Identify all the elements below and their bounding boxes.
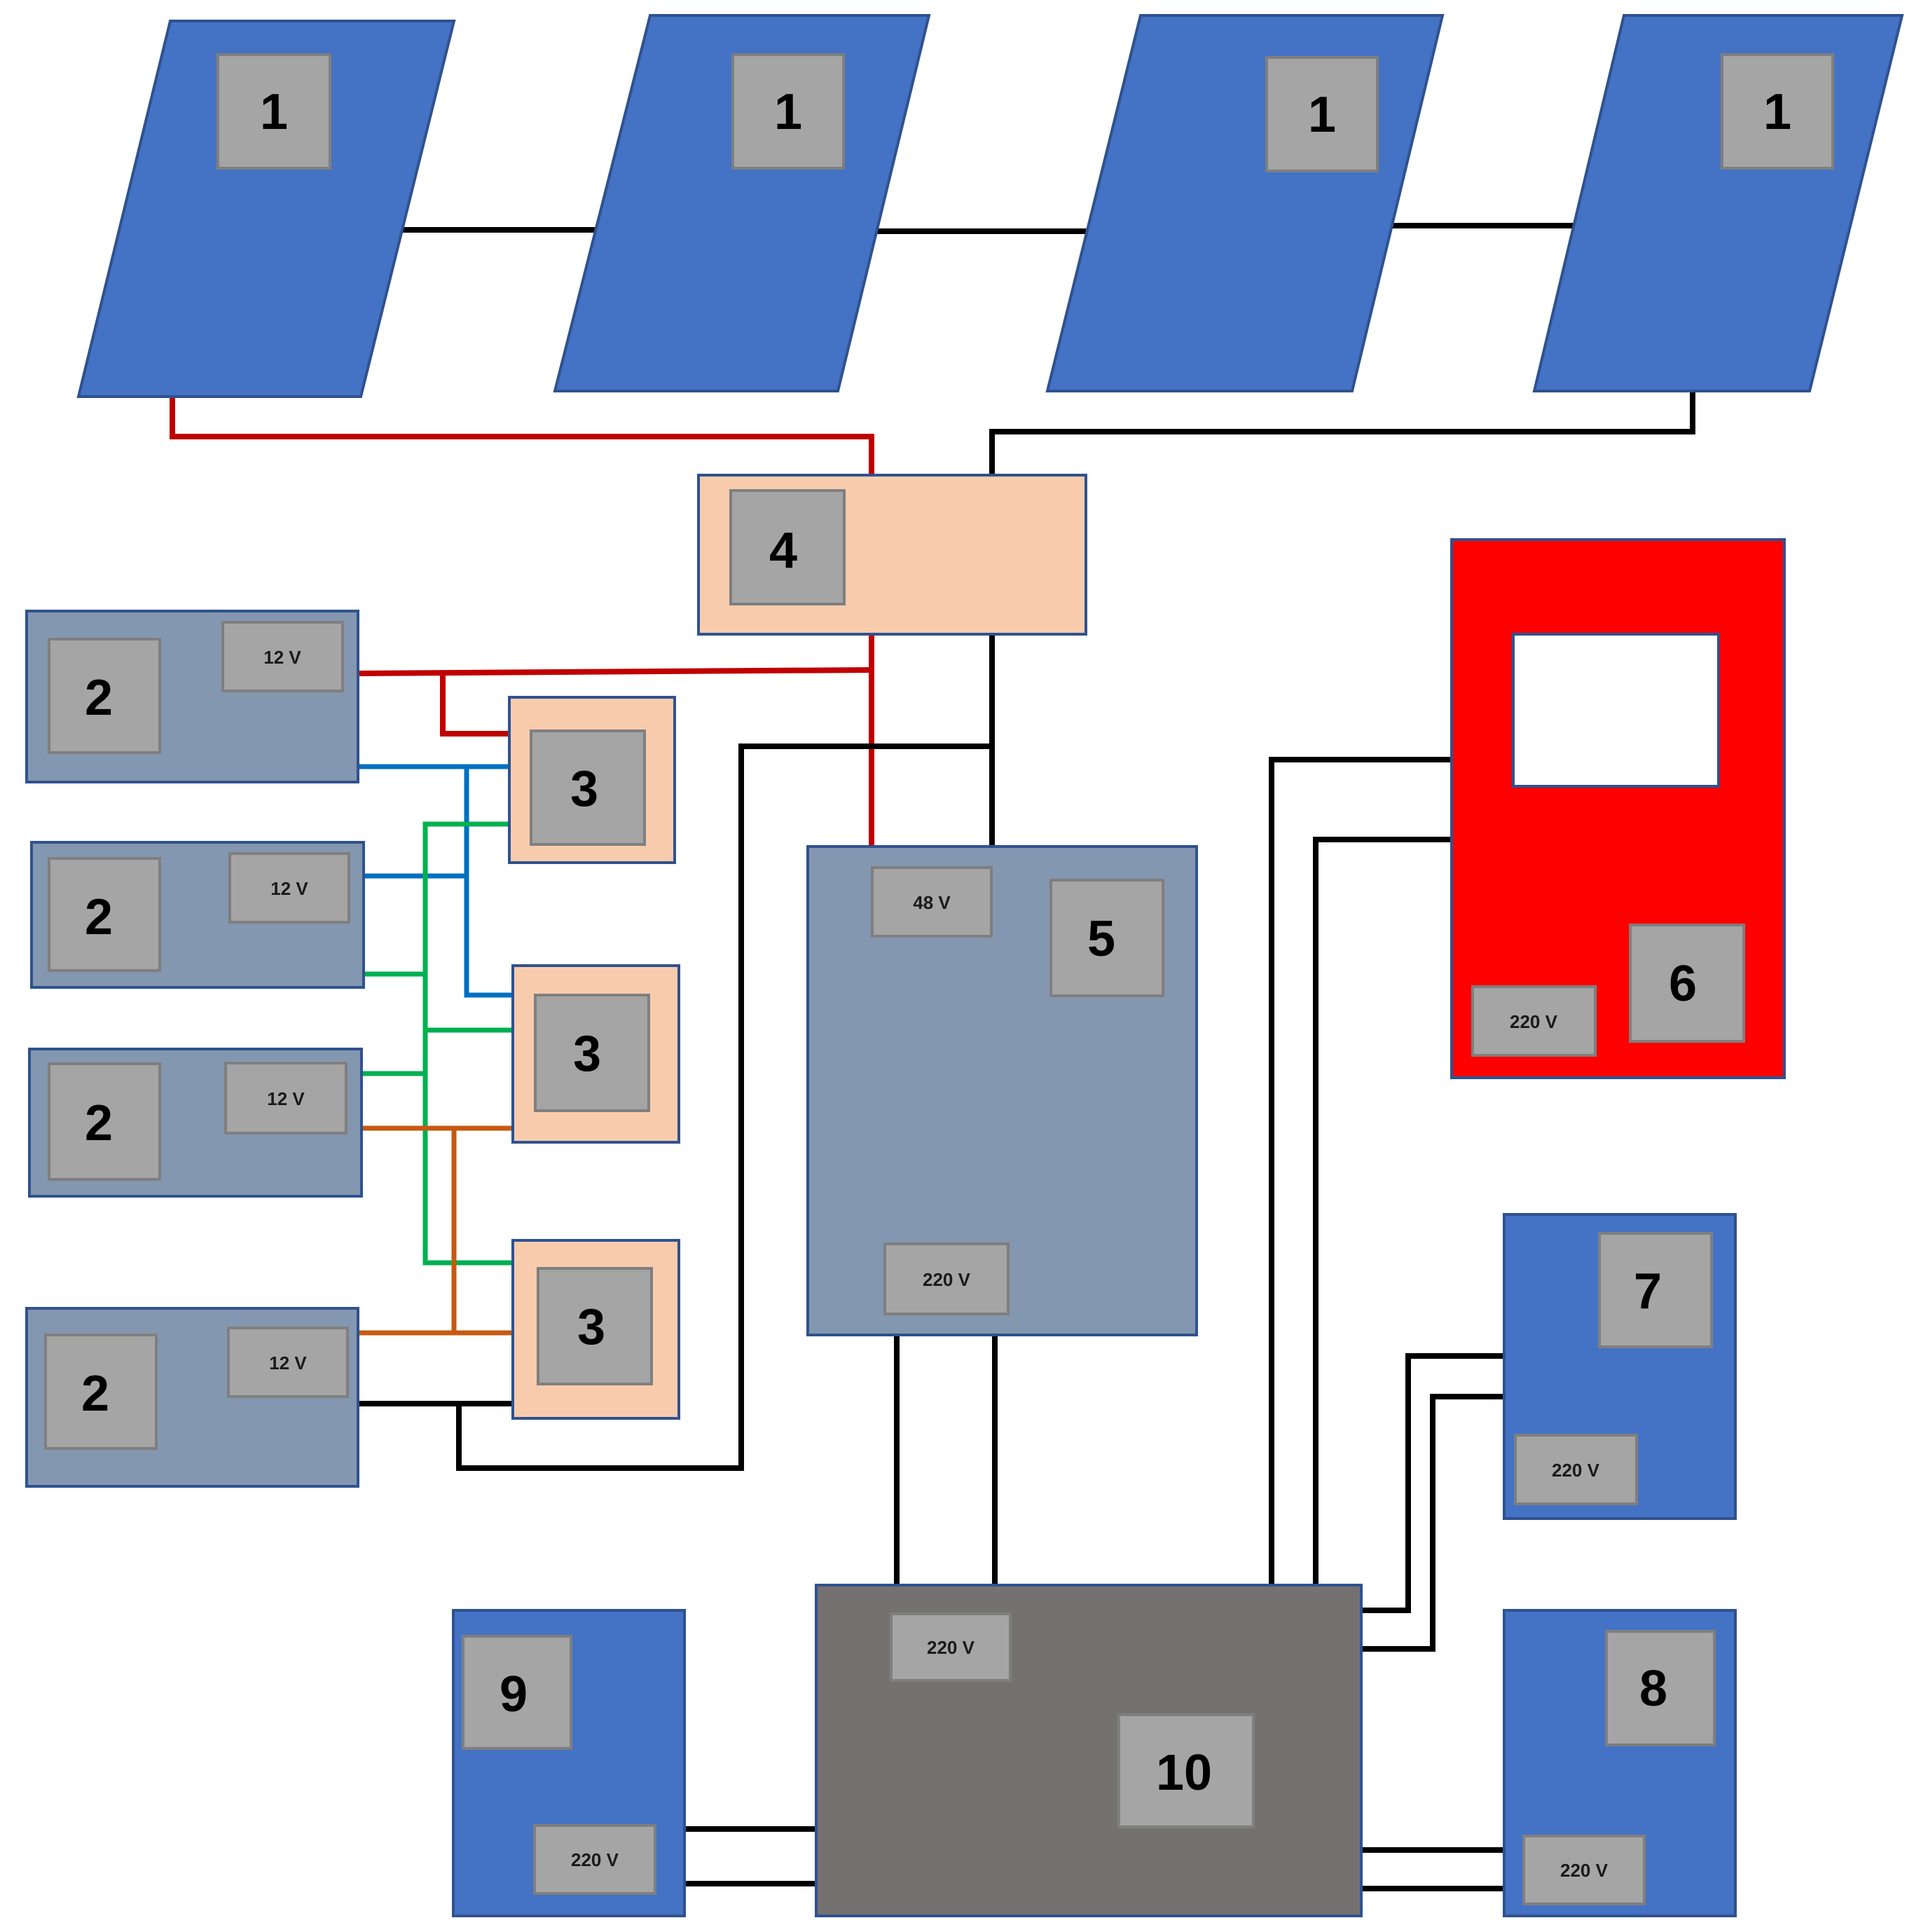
battery: 2 12 V <box>30 841 365 989</box>
voltage-badge <box>224 1062 347 1135</box>
device-8: 8 220 V <box>1503 1609 1737 1917</box>
voltage-badge <box>221 621 344 692</box>
component-label-box <box>1049 879 1164 997</box>
component-label-box <box>729 489 846 605</box>
component-label-box <box>1721 53 1834 170</box>
voltage-badge <box>227 1327 349 1398</box>
wire-panels-positive <box>170 394 874 478</box>
voltage-badge <box>1522 1835 1646 1905</box>
battery-number: 2 <box>85 889 113 945</box>
balancer-number: 3 <box>573 1026 601 1082</box>
component-label-box <box>1598 1232 1713 1348</box>
component-label-box <box>1629 924 1745 1043</box>
battery-number: 2 <box>85 670 113 726</box>
charge-controller: 4 <box>697 474 1087 636</box>
voltage-badge <box>228 852 350 924</box>
distribution-number: 10 <box>1156 1745 1212 1801</box>
voltage-badge <box>1471 985 1597 1057</box>
panel-number: 1 <box>260 84 288 140</box>
panel-number: 1 <box>774 84 802 140</box>
solar-panel: 1 <box>1045 14 1445 392</box>
device-7: 7 220 V <box>1503 1213 1737 1520</box>
component-label-box <box>462 1635 572 1750</box>
battery: 2 12 V <box>25 1307 359 1488</box>
wire-device6-2 <box>1313 837 1454 1588</box>
device-9-number: 9 <box>500 1666 528 1722</box>
device-9: 9 220 V <box>452 1609 686 1917</box>
voltage-badge <box>890 1612 1012 1682</box>
component-label-box <box>44 1334 158 1450</box>
device-8-voltage: 220 V <box>1560 1860 1609 1881</box>
device-7-voltage: 220 V <box>1552 1460 1600 1481</box>
component-label-box <box>530 729 646 846</box>
component-label-box <box>1605 1630 1716 1746</box>
wire-green-spine <box>422 821 518 1266</box>
wire-battery-to-balancer-red <box>440 671 511 737</box>
distribution-unit: 220 V 10 <box>815 1584 1363 1917</box>
solar-panel: 1 <box>1532 14 1904 392</box>
device-7-number: 7 <box>1634 1263 1662 1320</box>
component-label-box <box>48 857 161 972</box>
balancers: 3 3 3 <box>508 696 680 1420</box>
batteries: 2 12 V 2 12 V 2 12 V 2 12 V <box>25 610 365 1488</box>
device-9-voltage: 220 V <box>571 1849 619 1870</box>
component-label-box <box>731 53 845 170</box>
wire-blue-b <box>464 764 518 998</box>
battery-number: 2 <box>81 1366 109 1422</box>
wire-battery-return-negative <box>354 744 995 1471</box>
voltage-badge <box>1514 1434 1638 1505</box>
battery-voltage: 12 V <box>267 1088 305 1109</box>
device-6-number: 6 <box>1669 956 1697 1012</box>
input-voltage-badge <box>871 866 993 938</box>
solar-panel: 1 <box>76 20 456 398</box>
component-label-box <box>1265 56 1379 172</box>
balancer-number: 3 <box>570 761 598 817</box>
solar-panel: 1 <box>553 14 931 392</box>
solar-panels: 1 1 1 1 <box>76 14 1904 398</box>
wires <box>170 223 1695 1891</box>
balancer: 3 <box>511 964 680 1144</box>
panel-number: 1 <box>1308 87 1336 143</box>
component-label-box <box>537 1267 653 1385</box>
wire-device6-1 <box>1269 757 1454 1588</box>
distribution-voltage: 220 V <box>927 1637 975 1658</box>
component-label-box <box>1117 1713 1255 1828</box>
inverter-input-voltage: 48 V <box>913 892 951 913</box>
battery-voltage: 12 V <box>270 878 308 899</box>
voltage-badge <box>533 1824 656 1895</box>
component-label-box <box>216 53 331 170</box>
device-8-number: 8 <box>1639 1661 1667 1717</box>
device-6-screen <box>1512 633 1720 788</box>
output-voltage-badge <box>883 1242 1010 1315</box>
balancer: 3 <box>508 696 676 864</box>
balancer: 3 <box>511 1239 680 1420</box>
battery: 2 12 V <box>28 1048 363 1198</box>
device-6-voltage: 220 V <box>1510 1011 1558 1032</box>
wire-controller-battery-positive <box>354 666 875 677</box>
component-label-box <box>534 994 650 1112</box>
battery-number: 2 <box>85 1095 113 1151</box>
inverter: 48 V 5 220 V <box>806 845 1198 1336</box>
balancer-number: 3 <box>577 1299 605 1355</box>
component-label-box <box>48 638 161 754</box>
device-6: 6 220 V <box>1450 538 1786 1079</box>
panel-number: 1 <box>1763 84 1791 140</box>
inverter-output-voltage: 220 V <box>923 1269 971 1290</box>
wire-panels-negative <box>989 390 1695 478</box>
wire-device7-2 <box>1358 1394 1507 1652</box>
controller-number: 4 <box>769 523 797 579</box>
inverter-number: 5 <box>1087 911 1115 967</box>
wire-device7-1 <box>1358 1353 1507 1613</box>
component-label-box <box>48 1062 161 1181</box>
battery: 2 12 V <box>25 610 359 783</box>
battery-voltage: 12 V <box>269 1352 307 1373</box>
battery-voltage: 12 V <box>263 647 301 668</box>
